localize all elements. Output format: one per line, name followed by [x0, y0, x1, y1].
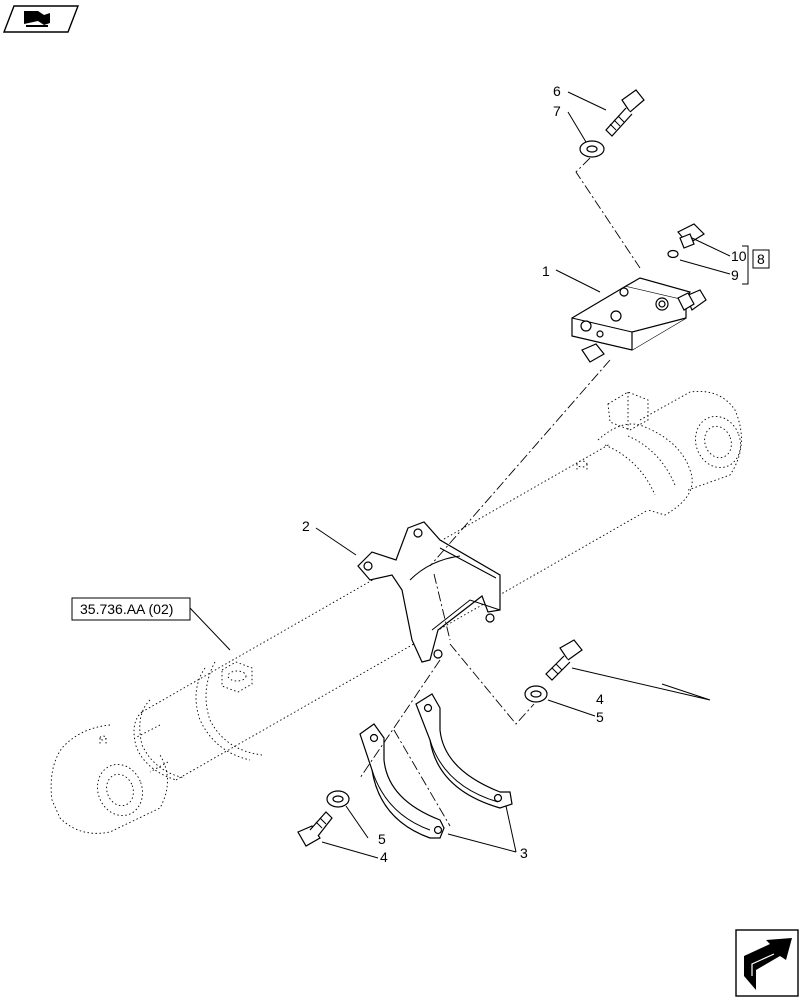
- callout-5-left: 5: [378, 831, 386, 847]
- callout-6: 6: [553, 83, 561, 99]
- callout-4-left: 4: [380, 849, 388, 865]
- washer-7: [579, 140, 605, 158]
- upper-clamp: [357, 521, 501, 663]
- callout-8-box: 8: [752, 249, 770, 269]
- fitting-10: [677, 223, 705, 249]
- valve-block: [571, 277, 707, 363]
- washer-5-right: [524, 685, 548, 703]
- reference-label: 35.736.AA (02): [80, 601, 173, 617]
- callout-9: 9: [731, 267, 739, 283]
- callout-4-right: 4: [596, 691, 604, 707]
- lower-clamp: [359, 693, 513, 839]
- callout-1: 1: [542, 263, 550, 279]
- callout-10: 10: [731, 248, 747, 264]
- leader-lines: [189, 91, 749, 859]
- callout-8: 8: [757, 251, 765, 267]
- o-ring-9: [667, 249, 679, 259]
- book-arrow-icon[interactable]: [2, 5, 80, 33]
- callout-labels: 6 7 1 10 9 2 4 5 5 4 3: [302, 83, 747, 865]
- callout-2: 2: [302, 518, 310, 534]
- reference-box[interactable]: 35.736.AA (02): [71, 597, 191, 621]
- assembly-centerlines: [359, 157, 641, 827]
- callout-3: 3: [520, 845, 528, 861]
- callout-5-right: 5: [596, 709, 604, 725]
- hydraulic-cylinder: [50, 390, 742, 834]
- bolt-4-left: [297, 811, 333, 847]
- callout-7: 7: [553, 103, 561, 119]
- bolt-4-right: [545, 639, 583, 681]
- next-page-arrow-icon[interactable]: [735, 929, 799, 997]
- bolt-6: [605, 89, 645, 137]
- washer-5-left: [326, 790, 350, 808]
